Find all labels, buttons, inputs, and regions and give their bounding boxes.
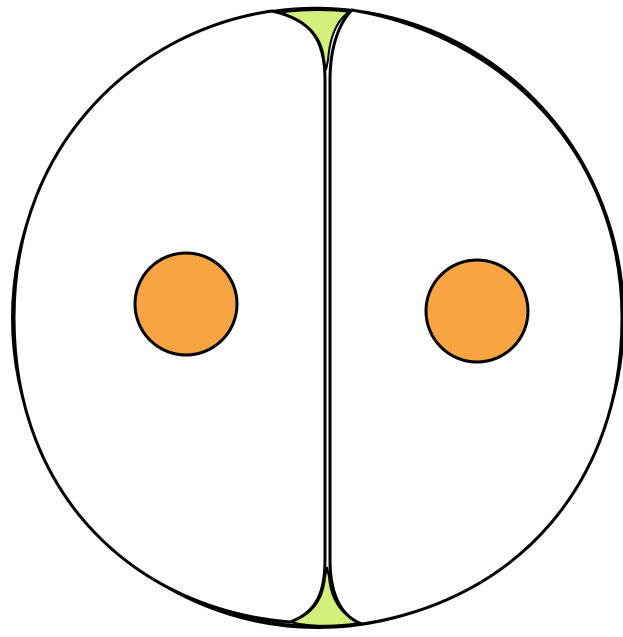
right-nucleus	[426, 260, 528, 362]
left-nucleus	[135, 253, 237, 355]
